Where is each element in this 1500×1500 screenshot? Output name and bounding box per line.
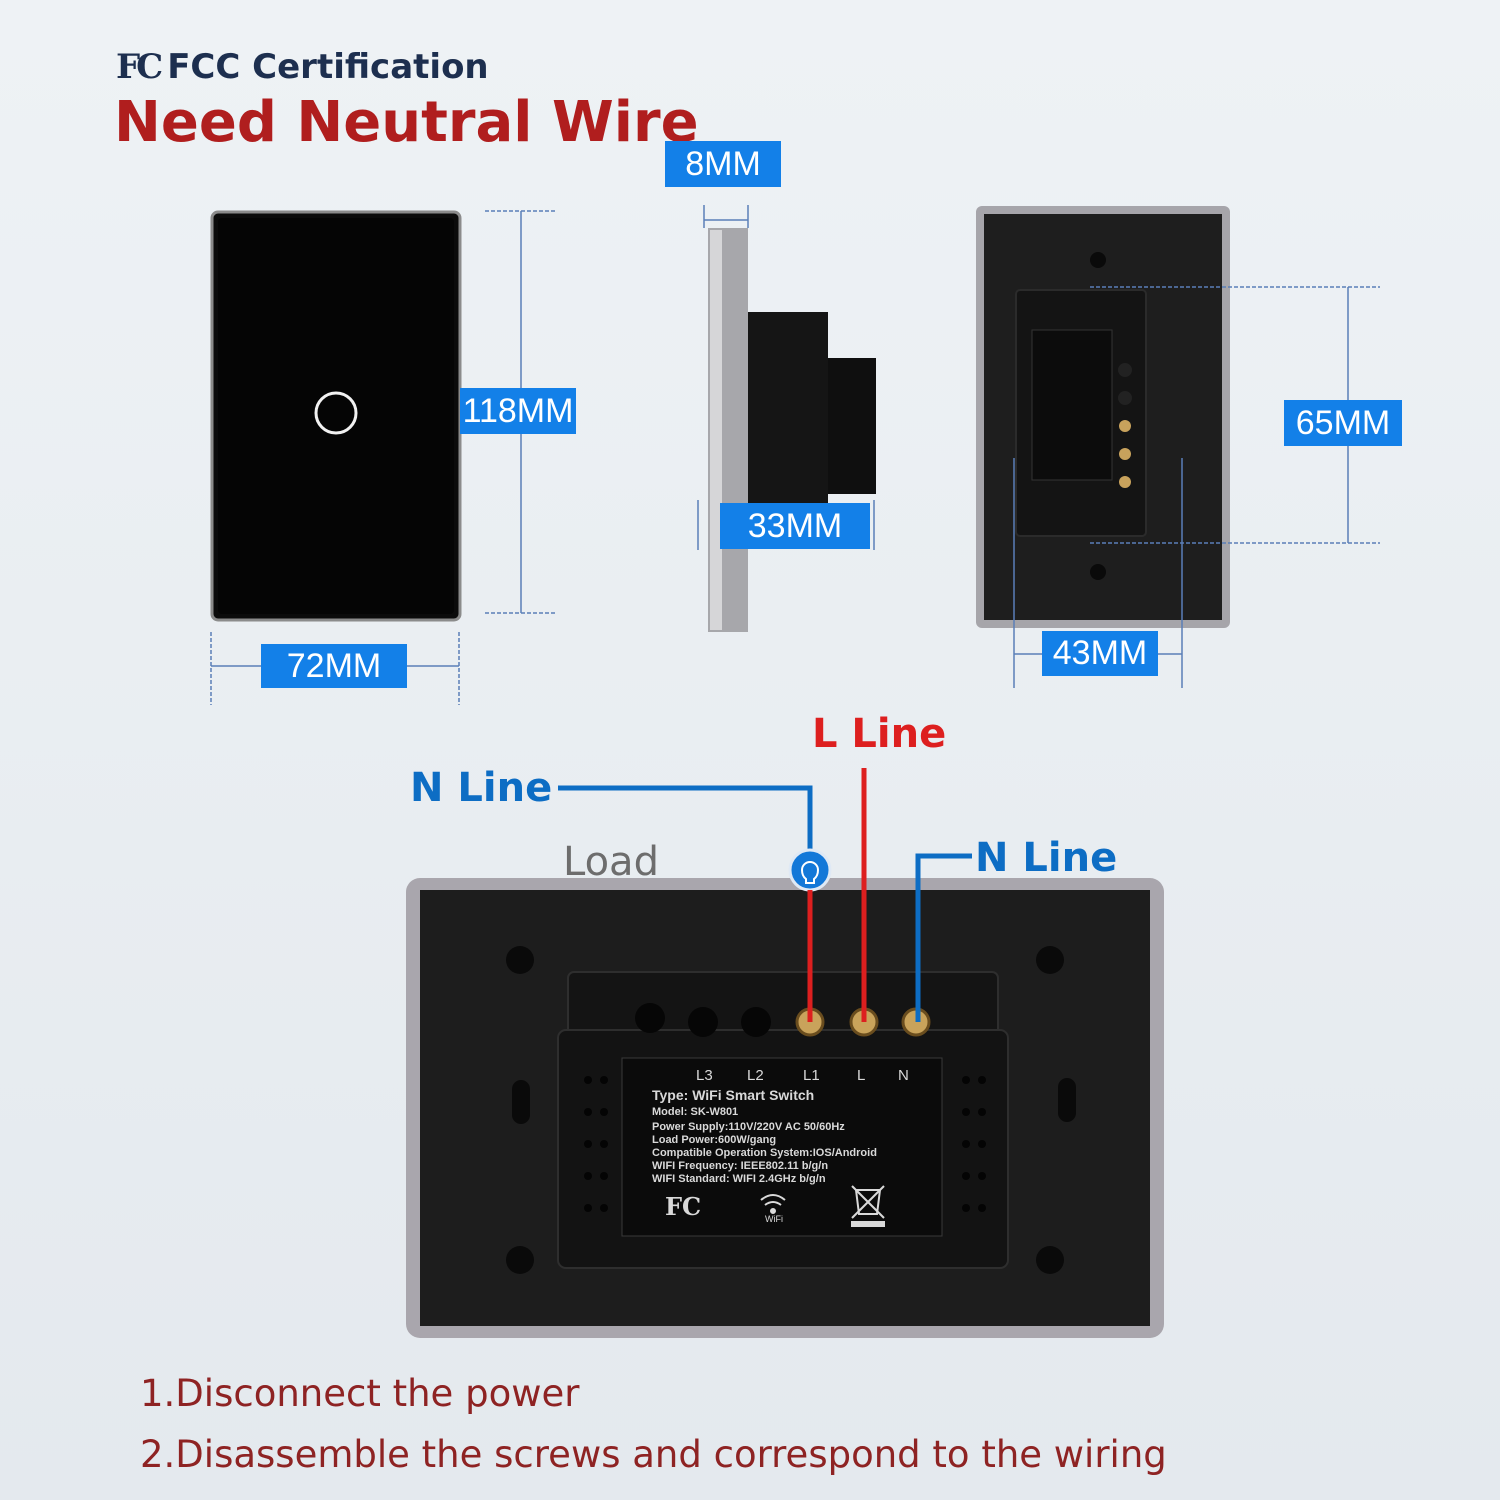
load-label: Load: [563, 839, 659, 885]
switch-front-view: [210, 210, 555, 705]
module-load-power: Load Power:600W/gang: [652, 1134, 776, 1146]
module-wifi-mark: WiFi: [765, 1214, 783, 1224]
fcc-certification-text: FCC Certification: [167, 47, 489, 87]
thickness-dimension-label: 8MM: [665, 141, 781, 187]
module-wifi-frequency: WIFI Frequency: IEEE802.11 b/g/n: [652, 1160, 828, 1172]
depth-dimension-label: 33MM: [720, 503, 870, 549]
module-width-dimension-label: 43MM: [1042, 631, 1158, 676]
module-type: Type: WiFi Smart Switch: [652, 1087, 814, 1103]
n-line-right-label: N Line: [975, 835, 1118, 881]
terminal-label-l: L: [857, 1067, 865, 1084]
module-height-dimension-label: 65MM: [1284, 400, 1402, 446]
touch-button-icon: [314, 391, 358, 435]
terminal-label-l3: L3: [696, 1067, 713, 1084]
step-1-text: 1.Disconnect the power: [140, 1372, 580, 1415]
switch-back-view: [976, 206, 1380, 688]
n-line-left-label: N Line: [410, 765, 553, 811]
terminal-label-l2: L2: [747, 1067, 764, 1084]
terminal-label-l1: L1: [803, 1067, 820, 1084]
l-line-label: L Line: [812, 711, 947, 757]
module-fcc-mark: FC: [665, 1192, 701, 1221]
weee-bin-icon: [851, 1185, 885, 1227]
width-dimension-label: 72MM: [261, 644, 407, 688]
module-power-supply: Power Supply:110V/220V AC 50/60Hz: [652, 1121, 845, 1133]
switch-side-view: [697, 205, 876, 632]
terminal-label-n: N: [898, 1067, 909, 1084]
page-headline: Need Neutral Wire: [114, 90, 699, 155]
module-wifi-icon: [760, 1194, 786, 1214]
height-dimension-label: 118MM: [460, 388, 576, 434]
module-wifi-standard: WIFI Standard: WIFI 2.4GHz b/g/n: [652, 1173, 826, 1185]
module-model: Model: SK-W801: [652, 1106, 738, 1118]
module-os: Compatible Operation System:IOS/Android: [652, 1147, 877, 1159]
step-2-text: 2.Disassemble the screws and correspond …: [140, 1433, 1167, 1476]
wiring-diagram: L3 L2 L1 L N Type: WiFi Smart Switch Mod…: [406, 768, 1164, 1338]
fcc-logo-icon: FC: [116, 47, 163, 87]
fcc-certification-row: FC FCC Certification: [116, 50, 489, 84]
